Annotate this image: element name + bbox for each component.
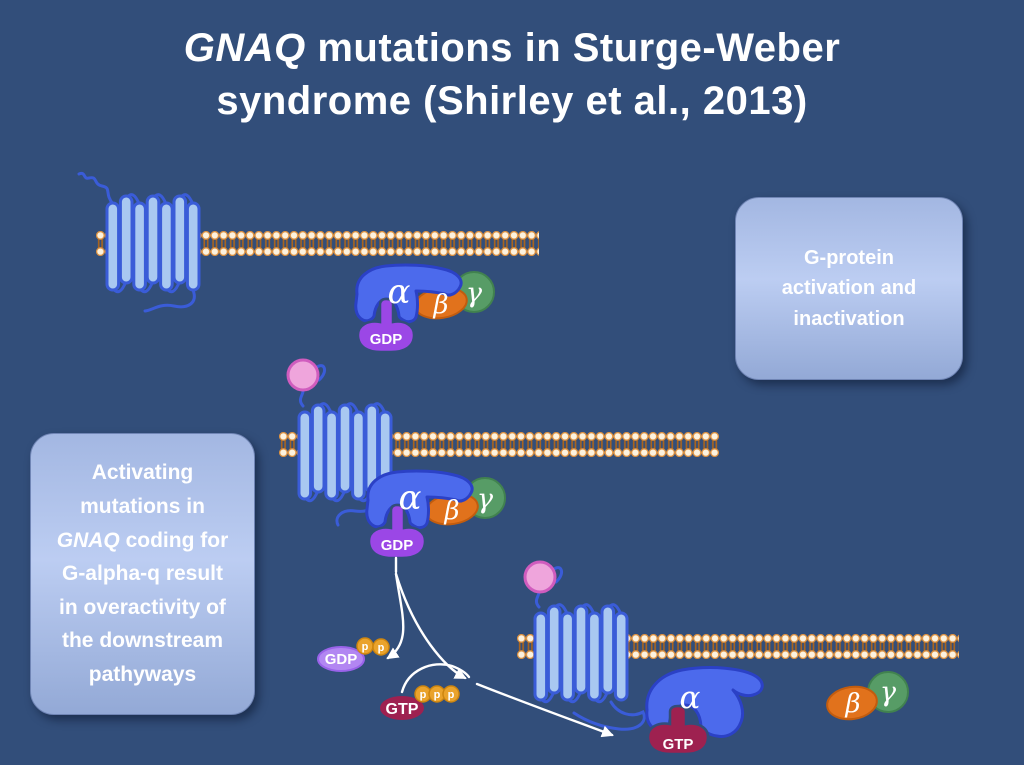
arrow-gdp-release — [386, 572, 405, 660]
gtp-molecule-bound — [646, 704, 710, 756]
callout-gnaq-mutations: Activating mutations in GNAQ coding for … — [30, 433, 255, 715]
beta-gamma-dimer: β γ — [826, 671, 909, 721]
g-protein-complex-1 — [354, 263, 496, 354]
phosphate-1-label: p — [362, 641, 369, 653]
gamma-free-label: γ — [880, 677, 897, 708]
callout-left-line: the downstream — [61, 629, 224, 653]
phosphate-2-label: p — [378, 642, 385, 654]
title-gene-italic: GNAQ — [183, 26, 306, 70]
gtp-bound-label: GTP — [663, 736, 694, 753]
callout-left-line: GNAQ coding for — [56, 528, 229, 552]
gdp-molecule-free — [317, 646, 365, 672]
beta-subunit-free — [826, 685, 878, 721]
gdp-free-label: GDP — [325, 651, 358, 668]
cycle-arrows — [386, 556, 614, 738]
ligand-3 — [523, 560, 557, 594]
callout-left-line: pathyways — [88, 662, 197, 686]
callout-left-line: mutations in — [80, 495, 205, 519]
slide-title: GNAQ mutations in Sturge-Weber syndrome … — [0, 22, 1024, 128]
callout-right-line: inactivation — [793, 307, 905, 330]
callout-left-line: Activating — [91, 461, 194, 485]
callout-right-line: activation and — [781, 277, 917, 300]
callout-left-line: G-alpha-q result — [61, 562, 224, 586]
ligand-2-chain-hook — [314, 364, 327, 382]
receptor-3-c-terminus — [572, 700, 646, 731]
ligand-3-chain-hook — [551, 566, 564, 584]
callout-right-line: G-protein — [804, 246, 894, 269]
callout-gene-italic: GNAQ — [56, 528, 120, 552]
beta-free-label: β — [844, 689, 860, 719]
ligand-2 — [286, 358, 320, 392]
free-gtp-group: GTP p p p — [380, 685, 460, 720]
callout-g-protein: G-protein activation and inactivation — [735, 197, 963, 380]
alpha-active-label: α — [680, 680, 701, 716]
phosphate-5 — [442, 685, 460, 703]
phosphate-2 — [372, 638, 390, 656]
title-line-1: GNAQ mutations in Sturge-Weber — [184, 26, 841, 70]
arrow-gtp-binding — [400, 663, 471, 694]
free-gdp-group: GDP p p — [317, 637, 390, 672]
arrow-to-active-complex — [475, 682, 614, 738]
gtp-free-label: GTP — [386, 701, 419, 718]
receptor-3 — [533, 603, 629, 704]
g-protein-complex-2 — [365, 469, 507, 560]
receptor-1 — [105, 193, 201, 294]
title-line1-rest: mutations in Sturge-Weber — [305, 26, 841, 70]
callout-left-line: in overactivity of — [59, 595, 226, 619]
gtp-molecule-free — [380, 696, 424, 720]
alpha-gtp-complex: α GTP — [645, 666, 764, 756]
phosphate-3-label: p — [420, 689, 427, 701]
phosphate-4-label: p — [434, 689, 441, 701]
phosphate-5-label: p — [448, 689, 455, 701]
receptor-1-c-terminus — [143, 288, 196, 313]
arrow-to-junction — [394, 572, 467, 680]
title-line-2: syndrome (Shirley et al., 2013) — [216, 79, 808, 124]
receptor-1-n-terminus — [77, 171, 115, 206]
